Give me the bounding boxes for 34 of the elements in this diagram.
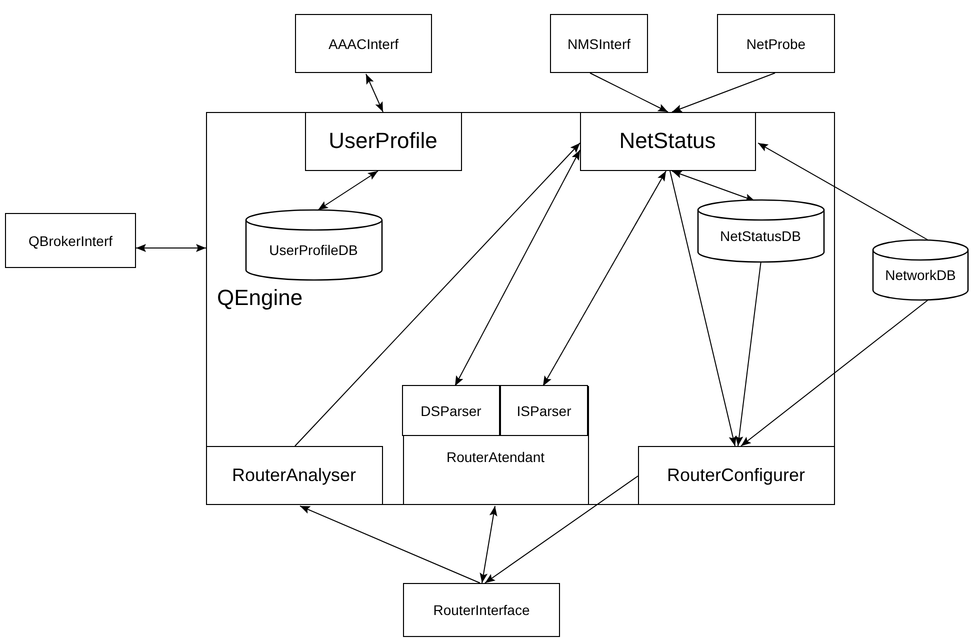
component-box: DSParser [402,385,500,436]
arrow [454,150,580,386]
box-label: RouterAtendant [445,448,546,464]
component-box: ISParser [500,385,588,436]
component-box: NMSInterf [550,14,648,73]
component-box: NetStatus [580,112,756,170]
component-box: RouterInterface [403,583,560,637]
component-box: RouterConfigurer [638,446,834,504]
box-label: UserProfileDB [269,242,358,258]
arrow [480,506,498,584]
container-box [206,112,835,505]
component-box [402,386,588,504]
arrow [740,300,928,446]
arrow [542,170,666,386]
arrow [366,74,384,112]
arrow [294,142,580,446]
arrow [735,260,762,446]
arrow [318,170,378,210]
component-box: QBrokerInterf [5,213,136,268]
component-box: AAACInterf [295,14,432,73]
arrow [136,244,206,252]
component-box: RouterAnalyser [206,446,382,504]
arrow [484,476,638,584]
arrow [672,170,756,202]
component-box: NetProbe [717,14,835,73]
box-label: NetStatusDB [720,228,801,244]
box-label: QEngine [217,285,303,311]
arrow [670,170,737,446]
box-label: NetworkDB [885,267,956,283]
component-box: UserProfile [304,112,462,170]
arrow [672,72,776,112]
arrow [300,506,480,584]
arrow [758,142,928,240]
arrow [590,72,668,112]
